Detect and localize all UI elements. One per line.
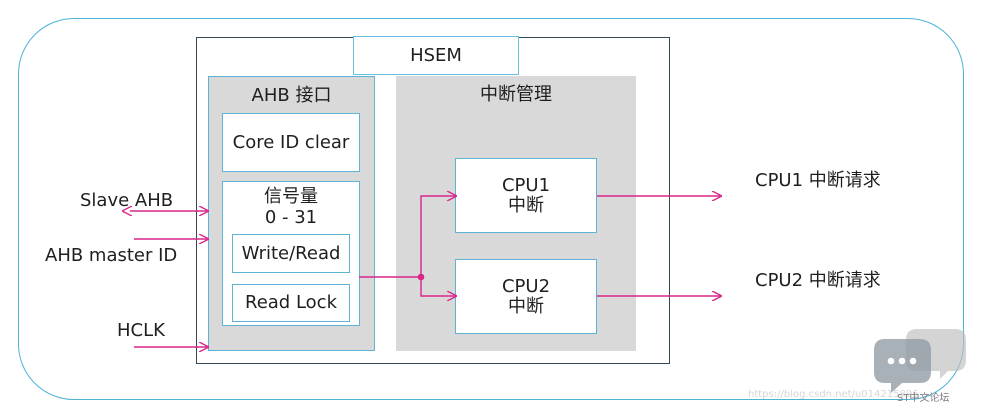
cpu2-interrupt-label: CPU2 中断: [501, 275, 551, 317]
cpu2-interrupt-box: CPU2 中断: [455, 259, 597, 334]
cpu1-interrupt-box: CPU1 中断: [455, 158, 597, 233]
read-lock-label: Read Lock: [245, 292, 337, 314]
cpu2-line-2: 中断: [508, 295, 544, 317]
semaphore-line-2: 0 - 31: [264, 206, 318, 228]
slave-ahb-label: Slave AHB: [80, 190, 174, 211]
cpu1-interrupt-label: CPU1 中断: [501, 174, 551, 216]
cpu1-line-2: 中断: [508, 194, 544, 216]
bus-to-cpu1-arrow: [420, 196, 455, 277]
bus-to-cpu2-arrow: [420, 277, 455, 296]
read-lock-box: Read Lock: [232, 284, 350, 322]
interrupt-management-title: 中断管理: [480, 84, 552, 105]
watermark-brand: ST中文论坛: [897, 393, 950, 404]
ahb-interface-title: AHB 接口: [251, 85, 332, 106]
hclk-label: HCLK: [117, 320, 165, 341]
watermark-url: https://blog.csdn.net/u014215896: [748, 389, 919, 400]
cpu1-line-1: CPU1: [501, 174, 551, 196]
cpu2-request-label: CPU2 中断请求: [755, 270, 881, 291]
hsem-title: HSEM: [353, 36, 519, 75]
write-read-label: Write/Read: [241, 242, 341, 264]
cpu2-line-1: CPU2: [501, 275, 551, 297]
write-read-box: Write/Read: [232, 234, 350, 273]
cpu1-request-label: CPU1 中断请求: [755, 170, 881, 191]
outer-frame: [18, 18, 964, 400]
ahb-master-id-label: AHB master ID: [45, 245, 178, 266]
core-id-clear-box: Core ID clear: [222, 113, 360, 172]
semaphore-line-1: 信号量: [264, 186, 318, 207]
bus-junction-dot: [417, 273, 425, 281]
core-id-clear-label: Core ID clear: [232, 131, 350, 153]
semaphore-label: 信号量 0 - 31: [223, 186, 359, 228]
